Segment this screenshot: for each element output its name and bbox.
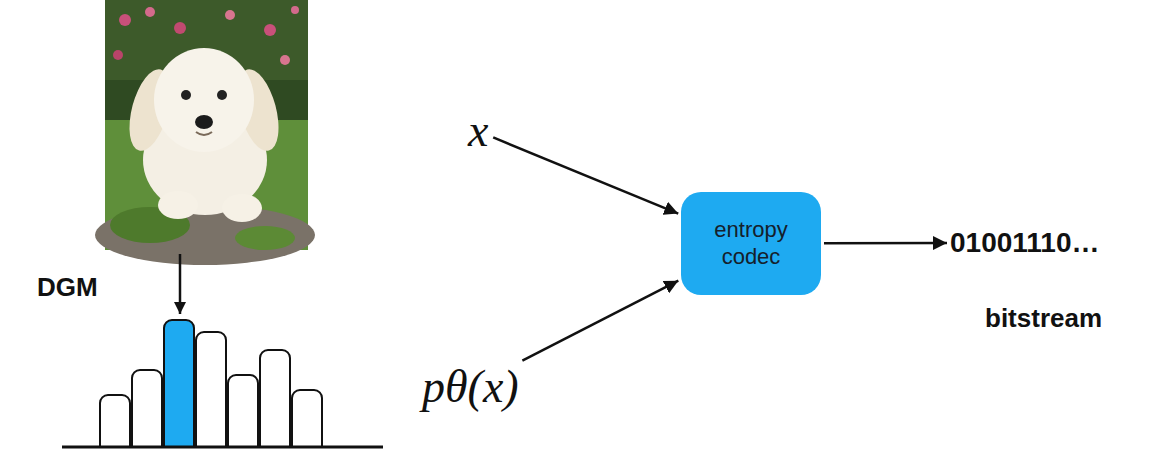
entropy-codec-box: entropy codec bbox=[681, 192, 821, 295]
flow-arrow bbox=[493, 137, 678, 213]
flow-arrow bbox=[522, 281, 678, 361]
puppy-photo bbox=[95, 0, 315, 265]
node-text: 01001110… bbox=[950, 226, 1100, 260]
model-arrow bbox=[179, 254, 182, 314]
input-symbol: x bbox=[466, 106, 490, 157]
probability-model: pθ(x) bbox=[420, 362, 521, 413]
bitstream-output: 01001110… bbox=[950, 226, 1100, 260]
caption-label: bitstream bbox=[985, 303, 1102, 334]
node-text: x bbox=[466, 106, 490, 157]
node-text: pθ(x) bbox=[420, 362, 521, 413]
probability-histogram bbox=[55, 320, 390, 452]
model-label: DGM bbox=[37, 272, 98, 303]
node-text: entropy codec bbox=[701, 217, 801, 270]
flow-arrow bbox=[824, 242, 947, 245]
